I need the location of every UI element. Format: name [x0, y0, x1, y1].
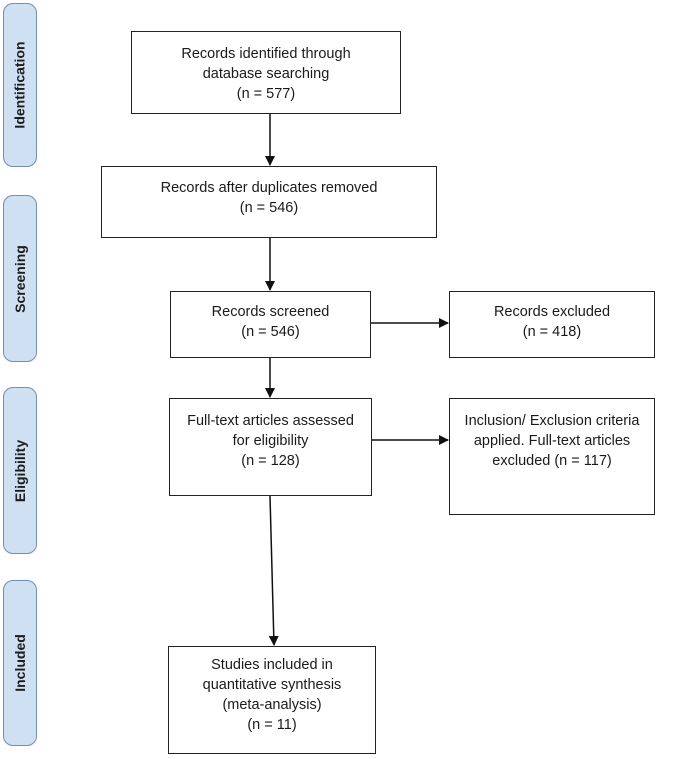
stage-eligibility: Eligibility — [3, 387, 37, 554]
box-line: (n = 577) — [236, 86, 296, 102]
box-line: database searching — [202, 66, 330, 82]
box-line: (n = 128) — [241, 453, 300, 469]
box-line: excluded (n = 117) — [492, 453, 612, 469]
stage-included: Included — [3, 580, 37, 746]
box-line: quantitative synthesis — [202, 677, 342, 693]
box-line: (n = 546) — [239, 200, 299, 216]
box-full-text-assessed: Full-text articles assessed for eligibil… — [169, 398, 372, 496]
box-line: Inclusion/ Exclusion criteria — [464, 413, 640, 429]
box-line: Records screened — [211, 304, 330, 320]
stage-screening: Screening — [3, 195, 37, 362]
arrow-full-text-to-included — [268, 495, 279, 646]
box-line: Records after duplicates removed — [160, 180, 378, 196]
box-line: Records identified through — [181, 46, 351, 62]
box-after-duplicates: Records after duplicates removed (n = 54… — [101, 166, 437, 238]
stage-identification: Identification — [3, 3, 37, 167]
box-line: (n = 11) — [247, 717, 297, 733]
box-records-identified: Records identified through database sear… — [131, 31, 401, 114]
box-studies-included: Studies included in quantitative synthes… — [168, 646, 376, 754]
box-line: (n = 418) — [522, 324, 582, 340]
box-criteria-excluded: Inclusion/ Exclusion criteria applied. F… — [449, 398, 655, 515]
box-line: Studies included in — [211, 657, 333, 673]
box-line: (meta-analysis) — [222, 697, 322, 713]
box-records-screened: Records screened (n = 546) — [170, 291, 371, 358]
box-line: Full-text articles assessed — [187, 413, 354, 429]
box-line: for eligibility — [232, 433, 309, 449]
box-line: Records excluded — [493, 304, 611, 320]
box-line: (n = 546) — [241, 324, 300, 340]
box-line: applied. Full-text articles — [473, 433, 631, 449]
box-records-excluded: Records excluded (n = 418) — [449, 291, 655, 358]
